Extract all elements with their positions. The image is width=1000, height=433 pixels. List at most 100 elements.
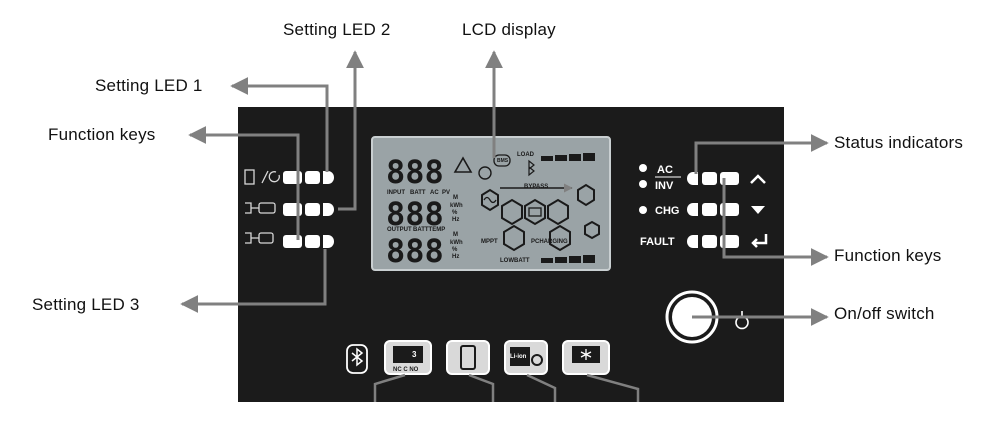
status-label-inv: INV [655, 180, 674, 192]
lcd-label-input: INPUT [387, 190, 405, 196]
gear-icon [531, 354, 543, 366]
load-icon [577, 183, 595, 207]
callout-status-indicators: Status indicators [834, 133, 964, 152]
up-arrow-icon [750, 174, 766, 184]
chg-sun-icon [639, 206, 647, 214]
setting-led-2 [323, 203, 334, 216]
lcd-label-output: OUTPUT [387, 227, 412, 233]
arrow-setting-led-3 [180, 249, 327, 313]
callout-setting-led-3: Setting LED 3 [32, 295, 140, 314]
lcd-label-mppt: MPPT [481, 239, 498, 245]
lcd-display: 888 888 888 INPUT BATT AC PV OUTPUT BATT… [371, 136, 611, 271]
dry-contact-icon [393, 346, 423, 363]
sine-wave-icon [483, 196, 497, 204]
bottom-leader-lines [373, 373, 640, 402]
callout-setting-led-1: Setting LED 1 [95, 76, 203, 95]
setting-led-1 [323, 171, 334, 184]
up-key-left[interactable] [702, 172, 717, 185]
inverter-icon [547, 198, 569, 226]
lcd-label-bypass: BYPASS [524, 184, 548, 190]
output-source-icon [245, 202, 259, 214]
right-function-keys [702, 172, 768, 248]
lcd-label-low-batt: LOWBATT [500, 258, 530, 264]
callout-arrows [180, 50, 829, 326]
usb-swap-icon [460, 345, 476, 370]
li-ion-label: Li-ion [510, 354, 527, 360]
lcd-unit-hz-1: Hz [452, 217, 459, 223]
lcd-digits-top: 888 [386, 153, 444, 191]
lcd-label-load: LOAD [517, 152, 535, 158]
load-level-bars [541, 153, 595, 161]
lcd-unit-kwh-2: kWh [450, 240, 463, 246]
dry-contact-label: NC C NO [393, 367, 419, 373]
clock-icon [478, 166, 492, 180]
setting-led-3 [323, 235, 334, 248]
lcd-unit-hz-2: Hz [452, 254, 459, 260]
lcd-digits-middle: 888 [386, 195, 444, 233]
usb-swap-badge [446, 340, 490, 375]
callout-function-keys-right: Function keys [834, 246, 942, 265]
arrow-setting-led-1 [230, 77, 329, 172]
li-ion-icon [510, 347, 530, 366]
down-key-left[interactable] [702, 203, 717, 216]
function-key-2-right[interactable] [305, 203, 320, 216]
lcd-bluetooth-icon [528, 159, 535, 177]
charger-source-box-icon [258, 232, 274, 244]
lcd-unit-m-2: M [453, 232, 458, 238]
charger-icon [503, 224, 525, 252]
charger-source-icon [245, 232, 259, 244]
power-cycle-icon [261, 170, 280, 184]
lcd-label-batt-temp: BATTTEMP [413, 227, 445, 233]
arrow-function-keys-right [722, 178, 829, 266]
down-arrow-icon [751, 206, 765, 214]
fan-icon [584, 220, 600, 240]
callout-setting-led-2: Setting LED 2 [283, 20, 391, 39]
ac-inv-sun-icon [639, 164, 647, 172]
lcd-digits-bottom: 888 [386, 232, 444, 270]
function-key-1-right[interactable] [305, 171, 320, 184]
arrow-setting-led-2 [338, 50, 364, 211]
bms-icon [493, 154, 511, 167]
battery-level-bars [541, 255, 595, 263]
callout-on-off-switch: On/off switch [834, 304, 935, 323]
ac-inv-sun-icon-2 [639, 180, 647, 188]
lcd-label-ac: AC [430, 190, 439, 196]
grid-icon [501, 198, 523, 226]
function-key-3-right[interactable] [305, 235, 320, 248]
status-indicators: AC INV CHG FAULT [639, 164, 698, 248]
bluetooth-icon [351, 347, 364, 367]
output-icon [549, 224, 571, 252]
lcd-unit-kwh-1: kWh [450, 203, 463, 209]
lcd-unit-pct-2: % [452, 247, 458, 253]
lcd-unit-pct-1: % [452, 210, 458, 216]
warning-icon [453, 156, 473, 173]
battery-symbol-icon [528, 207, 542, 217]
bottom-icons: 3 NC C NO Li-ion [346, 340, 610, 375]
flow-hexagons [481, 183, 600, 252]
left-key-icons [244, 169, 280, 244]
arrow-function-keys-left [188, 126, 300, 240]
snowflake-glyph [580, 349, 592, 360]
status-led-chg [687, 203, 698, 216]
output-source-box-icon [258, 202, 276, 214]
status-label-fault: FAULT [640, 236, 675, 248]
lcd-label-batt: BATT [410, 190, 426, 196]
lcd-unit-m-1: M [453, 195, 458, 201]
enter-icon [751, 234, 768, 248]
enter-key-left[interactable] [702, 235, 717, 248]
usb-power-icon [244, 169, 255, 185]
status-label-chg: CHG [655, 205, 679, 217]
status-label-ac: AC [657, 164, 673, 176]
status-led-fault [687, 235, 698, 248]
solar-panel-icon [481, 188, 499, 212]
dry-contact-number: 3 [412, 350, 417, 359]
battery-hex-icon [524, 198, 546, 226]
left-function-keys [283, 171, 334, 248]
lcd-label-pv: PV [442, 190, 450, 196]
arrow-status-indicators [694, 134, 829, 174]
callout-function-keys-left: Function keys [48, 125, 156, 144]
lcd-label-bms: BMS [497, 158, 509, 164]
status-led-ac-inv [687, 172, 698, 185]
bluetooth-badge [346, 344, 368, 374]
